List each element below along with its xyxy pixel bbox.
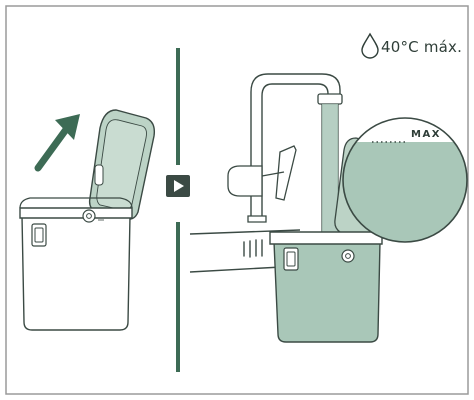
play-triangle-icon (166, 175, 190, 197)
empty-container (20, 198, 132, 330)
drain-grate (244, 240, 262, 257)
max-fill-label: MAX (411, 129, 441, 140)
filled-container (270, 232, 382, 342)
arrow-up-right-icon (38, 114, 80, 168)
temperature-limit-note: 40°C máx. (381, 38, 462, 56)
droplet-icon (362, 34, 378, 58)
open-lid (90, 110, 155, 219)
